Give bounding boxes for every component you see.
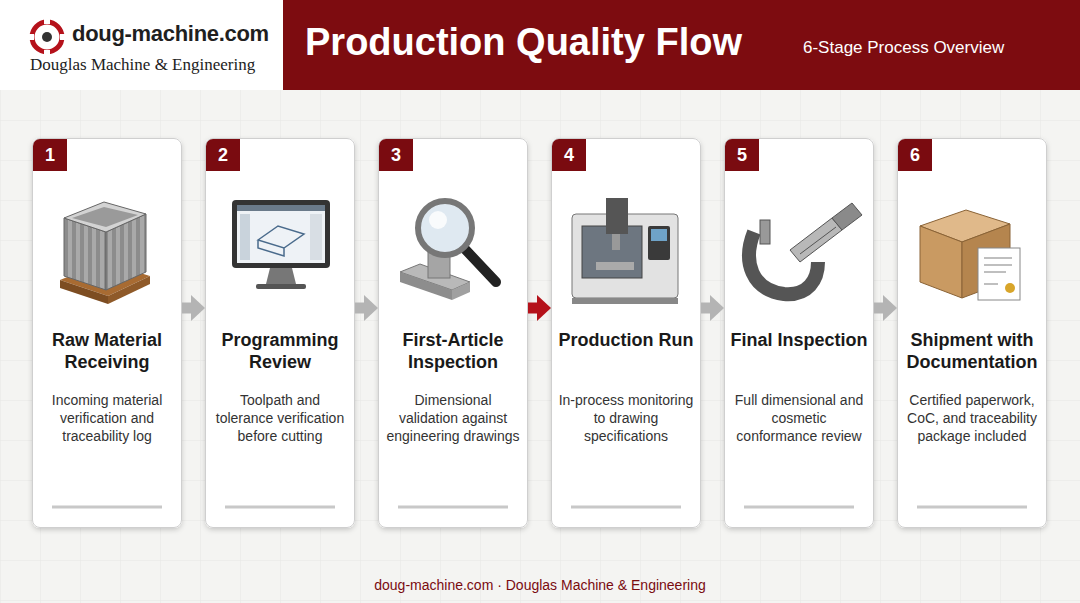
header-band: [283, 0, 1080, 90]
flow-arrow: [874, 295, 897, 321]
step-number: 4: [552, 139, 586, 171]
flow-arrow: [355, 295, 378, 321]
step-number: 1: [33, 139, 67, 171]
logo-mark: [26, 16, 68, 58]
step-description: Incoming material verification and trace…: [39, 391, 175, 445]
shipping-box-icon: [920, 210, 1020, 300]
arrow-head: [364, 295, 378, 321]
process-card: 6Shipment with DocumentationCertified pa…: [897, 138, 1047, 528]
crate-icon: [60, 202, 150, 304]
process-card: 2Programming ReviewToolpath and toleranc…: [205, 138, 355, 528]
company-name: Douglas Machine & Engineering: [30, 55, 255, 75]
step-number: 6: [898, 139, 932, 171]
step-title: Production Run: [557, 329, 695, 351]
footer-text: doug-machine.com · Douglas Machine & Eng…: [0, 577, 1080, 593]
card-footer-rules: [52, 506, 1027, 509]
arrow-head: [883, 295, 897, 321]
flow-arrow: [701, 295, 724, 321]
page-title: Production Quality Flow: [305, 21, 742, 64]
step-title: Final Inspection: [730, 329, 868, 351]
step-number: 3: [379, 139, 413, 171]
arrow-head: [537, 295, 551, 321]
step-title: Programming Review: [211, 329, 349, 373]
step-title: Raw Material Receiving: [38, 329, 176, 373]
step-description: Toolpath and tolerance verification befo…: [212, 391, 348, 445]
logo-wordmark: doug-machine.com: [72, 21, 269, 47]
process-card: 4Production RunIn-process monitoring to …: [551, 138, 701, 528]
flow-arrow: [182, 295, 205, 321]
subtitle: 6-Stage Process Overview: [803, 38, 1004, 58]
card-backgrounds: [32, 138, 1047, 528]
arrow-head: [191, 295, 205, 321]
step-title: Shipment with Documentation: [903, 329, 1041, 373]
magnifier-icon: [400, 201, 496, 300]
step-description: Dimensional validation against engineeri…: [385, 391, 521, 445]
step-number: 2: [206, 139, 240, 171]
process-card: 5Final InspectionFull dimensional and co…: [724, 138, 874, 528]
monitor-icon: [232, 200, 330, 289]
cnc-machine-icon: [572, 198, 678, 304]
step-description: Certified paperwork, CoC, and traceabili…: [904, 391, 1040, 445]
micrometer-icon: [749, 203, 862, 294]
step-number: 5: [725, 139, 759, 171]
step-description: In-process monitoring to drawing specifi…: [558, 391, 694, 445]
process-card: 1Raw Material ReceivingIncoming material…: [32, 138, 182, 528]
step-title: First-Article Inspection: [384, 329, 522, 373]
logo-panel: [0, 0, 283, 90]
process-card: 3First-Article InspectionDimensional val…: [378, 138, 528, 528]
step-description: Full dimensional and cosmetic conformanc…: [731, 391, 867, 445]
flow-arrow: [528, 295, 551, 321]
arrow-head: [710, 295, 724, 321]
